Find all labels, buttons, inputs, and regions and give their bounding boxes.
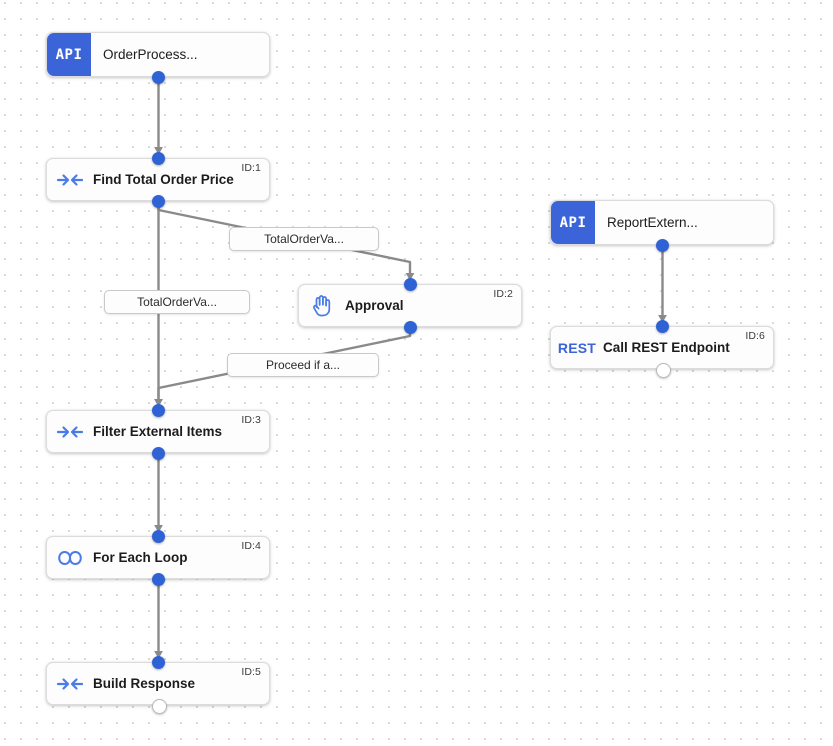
output-port[interactable]	[152, 194, 165, 208]
node-label: Approval	[345, 298, 404, 313]
node-id-badge: ID:3	[241, 414, 261, 426]
edge-label-proceed-if-a[interactable]: Proceed if a...	[227, 353, 379, 377]
edge-label-total-order-va-top[interactable]: TotalOrderVa...	[229, 227, 379, 251]
node-label: OrderProcess...	[103, 47, 198, 62]
output-port[interactable]	[152, 572, 165, 586]
edge-label-total-order-va-mid[interactable]: TotalOrderVa...	[104, 290, 250, 314]
api-badge-icon: API	[551, 201, 595, 244]
node-label: For Each Loop	[93, 550, 188, 565]
node-order-process[interactable]: API OrderProcess...	[46, 32, 270, 77]
node-label: Build Response	[93, 676, 196, 691]
node-label: Call REST Endpoint	[603, 340, 730, 355]
node-build-response[interactable]: Build Response ID:5	[46, 662, 270, 705]
node-label: Find Total Order Price	[93, 172, 234, 187]
rest-badge-icon: REST	[557, 339, 597, 356]
node-for-each-loop[interactable]: For Each Loop ID:4	[46, 536, 270, 579]
infinity-loop-icon	[47, 550, 93, 566]
node-label: Filter External Items	[93, 424, 223, 439]
input-port[interactable]	[152, 403, 165, 417]
node-id-badge: ID:1	[241, 162, 261, 174]
node-approval[interactable]: Approval ID:2	[298, 284, 522, 327]
api-badge-icon: API	[47, 33, 91, 76]
output-port[interactable]	[403, 320, 417, 334]
node-id-badge: ID:2	[493, 288, 513, 300]
node-id-badge: ID:4	[241, 540, 261, 552]
node-id-badge: ID:5	[241, 666, 261, 678]
input-port[interactable]	[656, 319, 669, 333]
input-port[interactable]	[152, 151, 165, 165]
hand-icon	[299, 294, 345, 318]
input-port[interactable]	[403, 277, 417, 291]
merge-arrows-icon	[47, 171, 93, 189]
merge-arrows-icon	[47, 675, 93, 693]
input-port[interactable]	[152, 529, 165, 543]
node-label: ReportExtern...	[607, 215, 698, 230]
node-id-badge: ID:6	[745, 330, 765, 342]
output-port[interactable]	[656, 238, 669, 252]
output-port[interactable]	[152, 70, 165, 84]
output-port[interactable]	[656, 362, 671, 378]
merge-arrows-icon	[47, 423, 93, 441]
input-port[interactable]	[152, 655, 165, 669]
output-port[interactable]	[152, 698, 167, 714]
output-port[interactable]	[152, 446, 165, 460]
